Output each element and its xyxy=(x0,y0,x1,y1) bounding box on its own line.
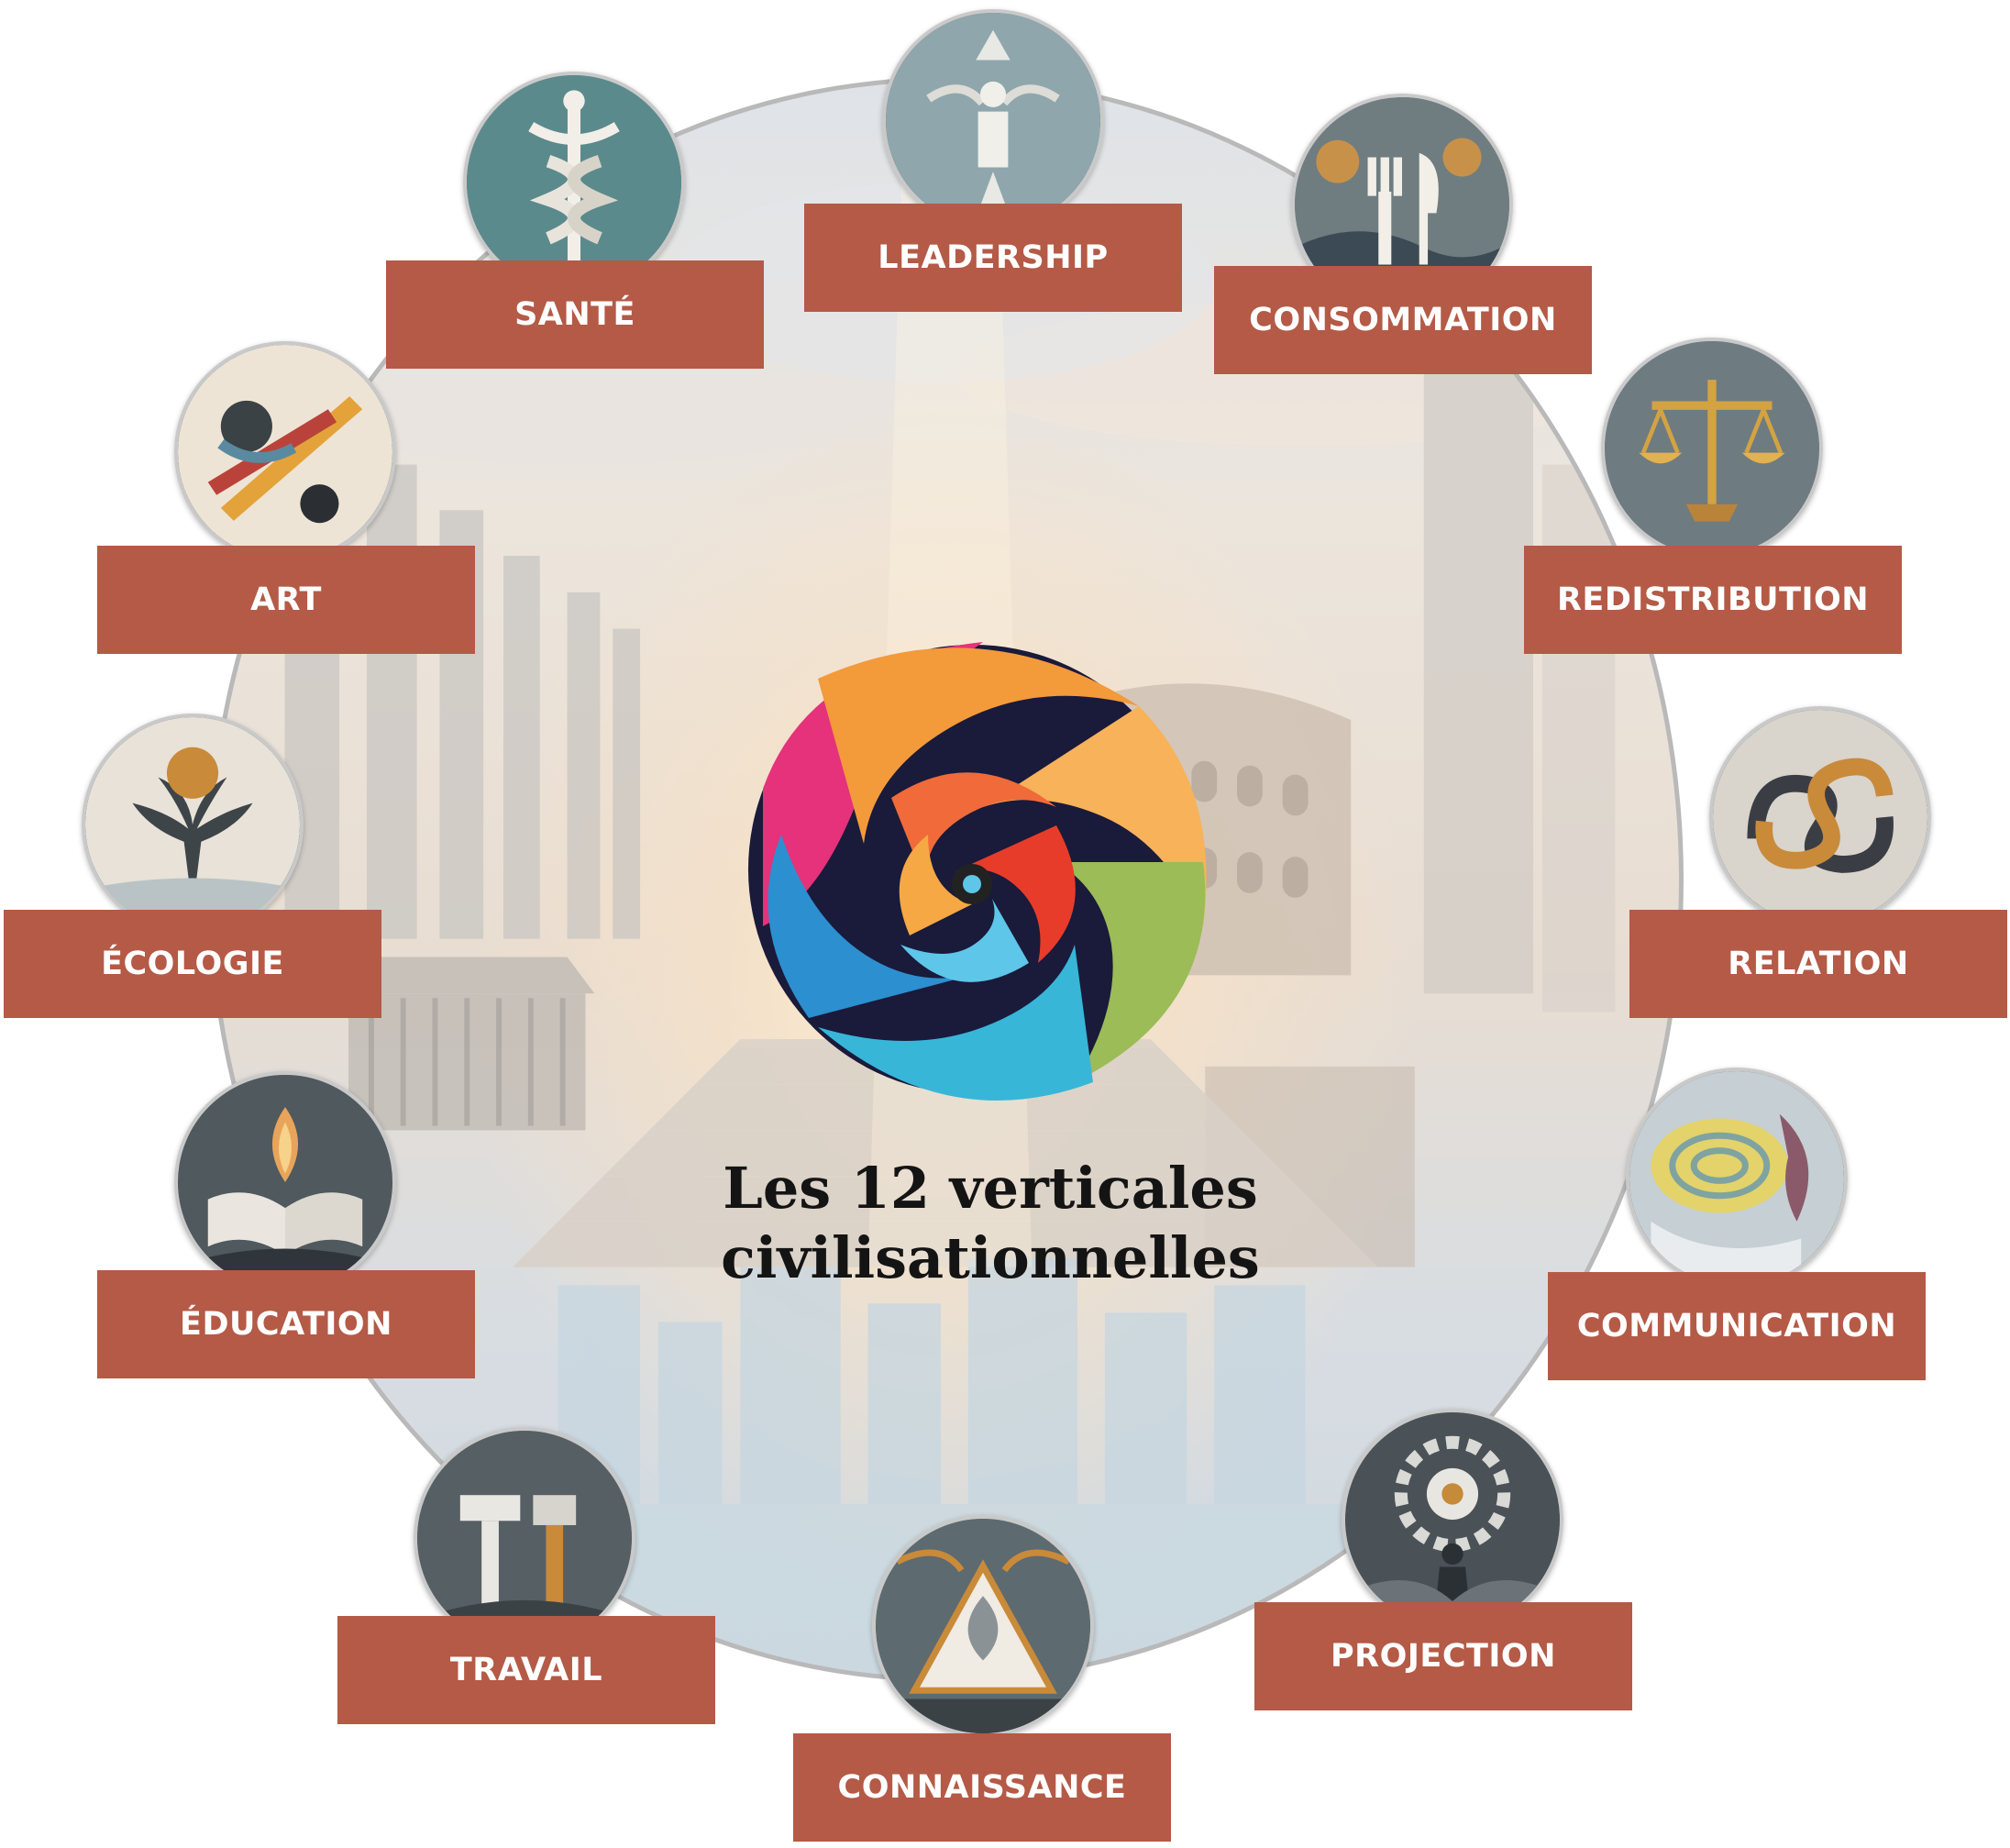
spiral-logo-icon xyxy=(748,642,1207,1101)
label-education: ÉDUCATION xyxy=(97,1270,475,1378)
label-ecologie: ÉCOLOGIE xyxy=(4,910,381,1018)
paint-brush-icon xyxy=(174,341,396,563)
label-art: ART xyxy=(97,546,475,654)
title-line-2: civilisationnelles xyxy=(721,1224,1260,1291)
label-communication: COMMUNICATION xyxy=(1548,1272,1926,1380)
label-redistribution: REDISTRIBUTION xyxy=(1524,546,1902,654)
triangle-eye-icon xyxy=(872,1515,1094,1737)
label-relation: RELATION xyxy=(1629,910,2007,1018)
scales-icon xyxy=(1601,338,1823,559)
open-book-icon xyxy=(174,1071,396,1293)
gear-figure-icon xyxy=(1342,1409,1563,1631)
intertwined-knot-icon xyxy=(1709,706,1931,928)
title-line-1: Les 12 verticales xyxy=(723,1155,1258,1222)
tree-icon xyxy=(82,714,304,935)
leader-figure-icon xyxy=(882,9,1104,231)
caduceus-icon xyxy=(463,72,685,293)
label-travail: TRAVAIL xyxy=(337,1616,715,1724)
label-consommation: CONSOMMATION xyxy=(1214,266,1592,374)
label-connaissance: CONNAISSANCE xyxy=(793,1733,1171,1842)
diagram-title: Les 12 verticales civilisationnelles xyxy=(642,1154,1339,1293)
speech-spiral-icon xyxy=(1626,1068,1848,1289)
label-projection: PROJECTION xyxy=(1254,1602,1632,1710)
label-sante: SANTÉ xyxy=(386,260,764,369)
spiral-logo xyxy=(708,624,1238,1101)
hammer-tools-icon xyxy=(414,1427,635,1649)
label-leadership: LEADERSHIP xyxy=(804,204,1182,312)
